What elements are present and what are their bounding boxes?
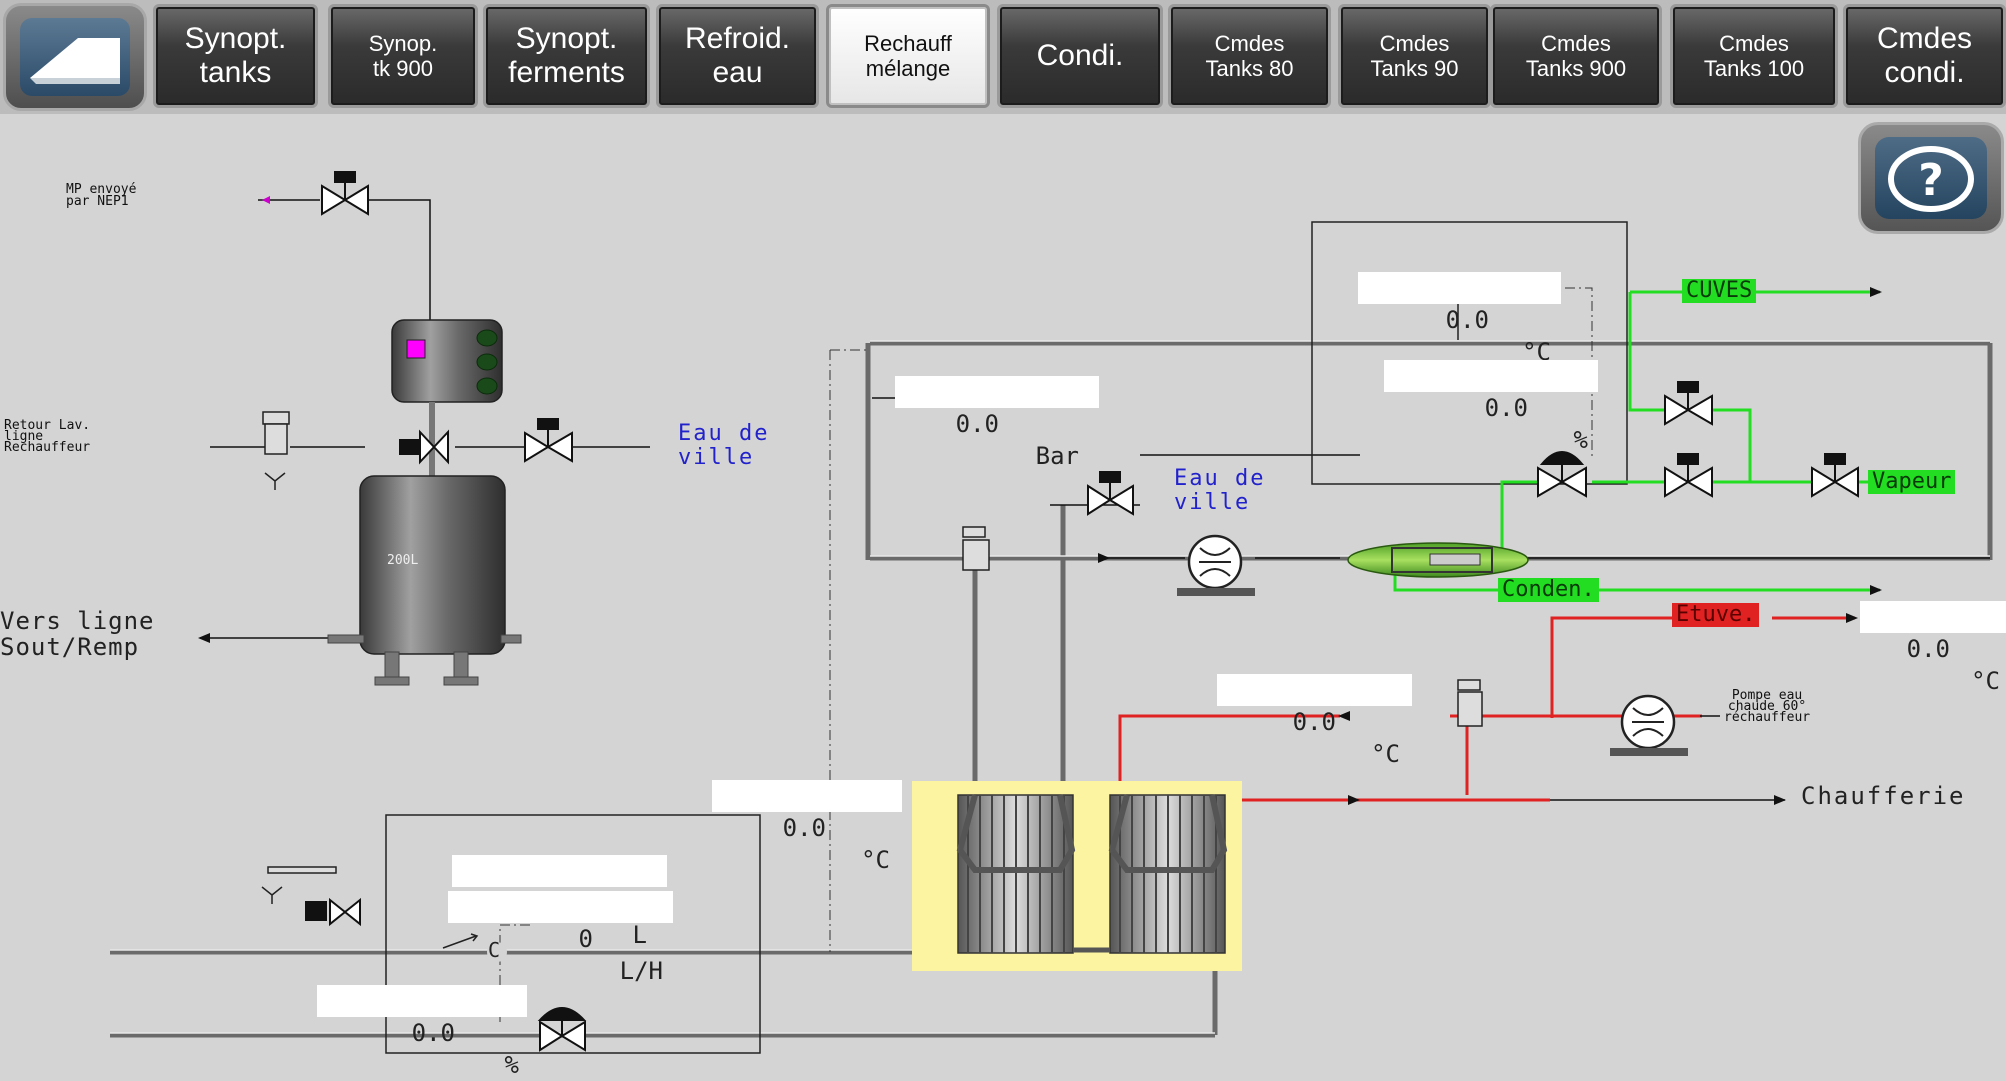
nav-button-5[interactable]: Rechauff mélange xyxy=(826,4,990,108)
nav-button-6[interactable]: Condi. xyxy=(997,4,1163,108)
flow-display: 0 L/H xyxy=(448,891,673,985)
temp-top-display: 0.0 °C xyxy=(1358,272,1561,366)
vers-ligne-label: Vers ligne Sout/Remp xyxy=(0,607,155,661)
chaufferie-label: Chaufferie xyxy=(1801,782,1966,810)
flow-counter-label: C xyxy=(488,938,501,962)
help-button[interactable]: ? xyxy=(1858,122,2004,234)
tank-volume-label: 200L xyxy=(387,553,419,568)
cuves-tag: CUVES xyxy=(1682,279,1757,303)
temp-exchanger-display: 0.0 °C xyxy=(712,780,902,874)
nav-button-1[interactable]: Synopt. tanks xyxy=(153,4,318,108)
volume-display: 0 L xyxy=(452,855,667,949)
vapeur-tag: Vapeur xyxy=(1868,470,1956,494)
eau-de-ville-label-1: Eau de ville xyxy=(678,421,770,470)
back-arrow-icon xyxy=(20,18,130,96)
svg-text:?: ? xyxy=(1918,155,1944,206)
nav-button-10[interactable]: Cmdes Tanks 100 xyxy=(1670,4,1838,108)
process-diagram xyxy=(110,171,1993,1054)
nav-button-4[interactable]: Refroid. eau xyxy=(656,4,819,108)
pompe-eau-label: Pompe eau chaude 60° réchauffeur xyxy=(1724,688,1811,725)
pct-top-display: 0.0 % xyxy=(1384,360,1598,454)
retour-lav-label: Retour Lav. ligne Rechauffeur xyxy=(4,418,91,455)
valve-pct-display: 0.0 % xyxy=(317,985,527,1079)
mp-envoye-label: MP envoyé par NEP1 xyxy=(66,182,137,209)
back-button[interactable] xyxy=(3,3,147,111)
nav-button-8[interactable]: Cmdes Tanks 90 xyxy=(1338,4,1491,108)
conden-tag: Conden. xyxy=(1498,578,1599,602)
pressure-display: 0.0 Bar xyxy=(895,376,1099,470)
etuve-tag: Etuve. xyxy=(1672,603,1760,627)
nav-button-9[interactable]: Cmdes Tanks 900 xyxy=(1490,4,1662,108)
help-icon: ? xyxy=(1875,137,1987,219)
eau-de-ville-label-2: Eau de ville xyxy=(1174,466,1266,515)
nav-button-3[interactable]: Synopt. ferments xyxy=(483,4,650,108)
temp-hot-display: 0.0 °C xyxy=(1217,674,1412,768)
nav-button-2[interactable]: Synop. tk 900 xyxy=(328,4,478,108)
nav-button-7[interactable]: Cmdes Tanks 80 xyxy=(1168,4,1331,108)
nav-button-11[interactable]: Cmdes condi. xyxy=(1843,4,2006,108)
temp-etuve-display: 0.0 °C xyxy=(1860,601,2006,695)
